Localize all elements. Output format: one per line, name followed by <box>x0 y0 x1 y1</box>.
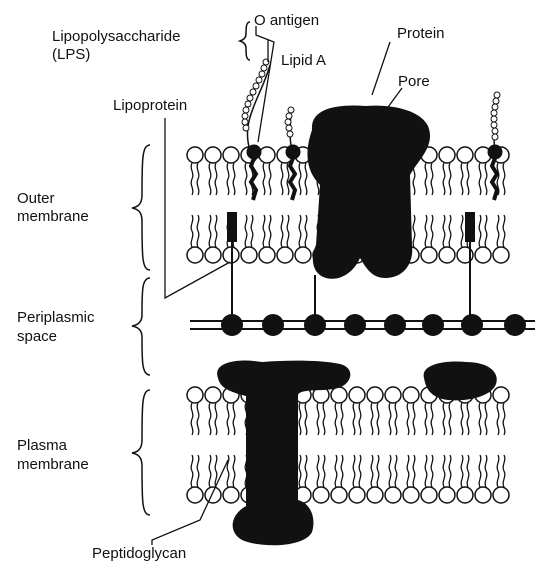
phospholipid-inner-leaflet <box>259 215 275 263</box>
phospholipid-inner-leaflet <box>421 215 437 263</box>
peptidoglycan-layer <box>190 314 535 336</box>
phospholipid-outer-leaflet <box>331 387 347 435</box>
phospholipid-inner-leaflet <box>385 455 401 503</box>
outer-membrane-label-line1: Outer <box>17 190 55 207</box>
phospholipid-inner-leaflet <box>367 455 383 503</box>
phospholipid-inner-leaflet <box>421 455 437 503</box>
lipoprotein-leader <box>165 118 230 298</box>
phospholipid-inner-leaflet <box>277 215 293 263</box>
phospholipid-inner-leaflet <box>313 455 329 503</box>
phospholipid-inner-leaflet <box>493 455 509 503</box>
phospholipid-inner-leaflet <box>295 215 311 263</box>
outer-membrane-label-line2: membrane <box>17 208 89 225</box>
phospholipid-outer-leaflet <box>313 387 329 435</box>
phospholipid-inner-leaflet <box>439 215 455 263</box>
phospholipid-outer-leaflet <box>457 147 473 195</box>
periplasmic-space-label-line1: Periplasmic <box>17 309 95 326</box>
phospholipid-inner-leaflet <box>223 455 239 503</box>
phospholipid-outer-leaflet <box>205 147 221 195</box>
peptidoglycan-label: Peptidoglycan <box>92 545 186 562</box>
phospholipid-outer-leaflet <box>187 387 203 435</box>
lps-abbrev-label: (LPS) <box>52 46 90 63</box>
phospholipid-inner-leaflet <box>205 215 221 263</box>
phospholipid-outer-leaflet <box>367 387 383 435</box>
plasma-membrane-bilayer <box>187 387 509 503</box>
outer-membrane-protein <box>307 106 430 279</box>
phospholipid-inner-leaflet <box>331 455 347 503</box>
periplasmic-space-label-line2: space <box>17 328 57 345</box>
protein-label: Protein <box>397 25 445 42</box>
phospholipid-outer-leaflet <box>439 147 455 195</box>
pore-label: Pore <box>398 73 430 90</box>
phospholipid-inner-leaflet <box>457 455 473 503</box>
phospholipid-inner-leaflet <box>475 215 491 263</box>
plasma-membrane-label-line2: membrane <box>17 456 89 473</box>
lps-label: Lipopolysaccharide <box>52 28 180 45</box>
phospholipid-inner-leaflet <box>493 215 509 263</box>
phospholipid-outer-leaflet <box>385 387 401 435</box>
phospholipid-outer-leaflet <box>259 147 275 195</box>
phospholipid-inner-leaflet <box>349 455 365 503</box>
phospholipid-outer-leaflet <box>223 147 239 195</box>
plasma-membrane-channel-protein <box>217 361 350 546</box>
phospholipid-inner-leaflet <box>241 215 257 263</box>
protein-leader <box>372 42 390 95</box>
lipid-a-label: Lipid A <box>281 52 326 69</box>
phospholipid-inner-leaflet <box>187 455 203 503</box>
phospholipid-inner-leaflet <box>403 455 419 503</box>
phospholipid-outer-leaflet <box>187 147 203 195</box>
phospholipid-inner-leaflet <box>475 455 491 503</box>
plasma-membrane-label-line1: Plasma <box>17 437 67 454</box>
phospholipid-outer-leaflet <box>205 387 221 435</box>
phospholipid-outer-leaflet <box>493 387 509 435</box>
o-antigen-label: O antigen <box>254 12 319 29</box>
phospholipid-inner-leaflet <box>187 215 203 263</box>
phospholipid-outer-leaflet <box>223 387 239 435</box>
phospholipid-outer-leaflet <box>349 387 365 435</box>
phospholipid-inner-leaflet <box>439 455 455 503</box>
phospholipid-outer-leaflet <box>403 387 419 435</box>
lipoprotein-label: Lipoprotein <box>113 97 187 114</box>
